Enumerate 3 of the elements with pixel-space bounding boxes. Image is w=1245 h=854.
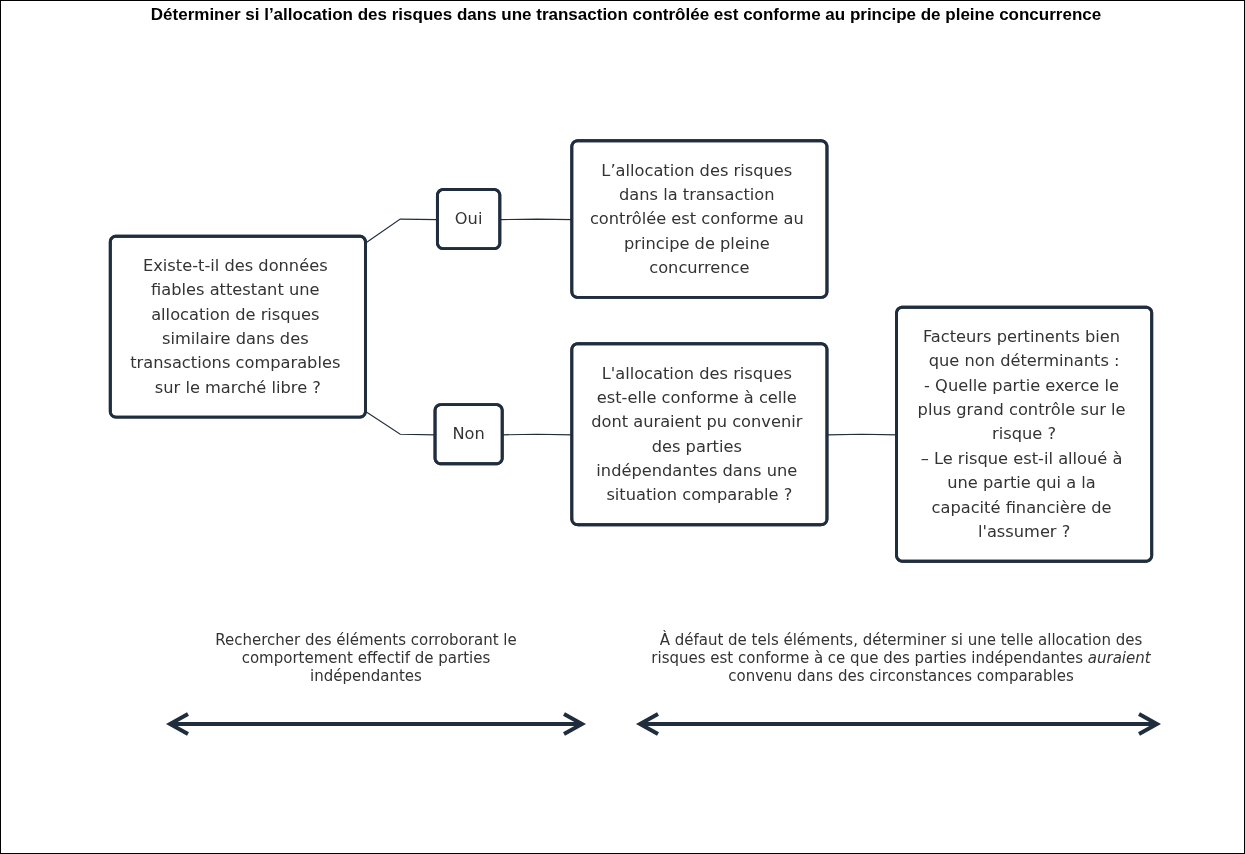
- note-text: À défaut de tels éléments, déterminer si une telle allocation des risques est conforme à ce que des parties indépendantes auraient convenu dans des circonstances comparables: [650, 631, 1152, 685]
- note-text: Rechercher des éléments corroborant le comportement effectif de parties indépendantes: [214, 631, 518, 685]
- diagram-title: Déterminer si l’allocation des risques dans une transaction contrôlée est conforme au principe de pleine concurrence: [149, 5, 1103, 25]
